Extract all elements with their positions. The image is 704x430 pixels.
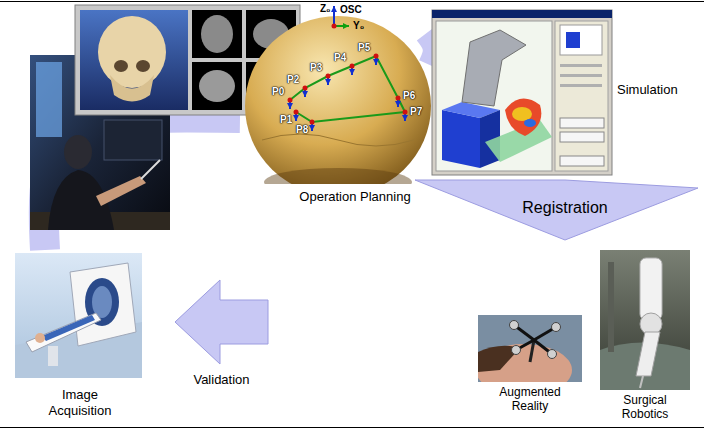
eye-socket: [114, 60, 128, 72]
slider: [560, 84, 602, 87]
ui-button: [560, 132, 604, 142]
caption: Augmented Reality: [489, 385, 571, 414]
robot-link: [640, 258, 662, 320]
eye-socket: [136, 60, 150, 72]
point-name: P5: [358, 42, 370, 54]
sim-viewport: [436, 21, 552, 171]
simulation-node: Simulation: [432, 8, 694, 178]
ct-section: [199, 70, 235, 102]
point-name: P3: [310, 62, 322, 74]
table-base: [48, 346, 58, 366]
render-view: [80, 10, 188, 110]
point-name: P6: [403, 90, 415, 102]
skull-dome: [245, 16, 431, 184]
tracker-ball: [552, 323, 561, 332]
person-head: [64, 135, 92, 169]
validation-arrow: [175, 280, 268, 364]
registration-arrow: [415, 180, 698, 240]
origin-point: [332, 24, 337, 29]
skull-render: [98, 16, 166, 88]
path-point: [350, 64, 355, 69]
path-point: [310, 120, 315, 125]
planning-node: Operation Planning: [240, 4, 428, 207]
point-name: P8: [296, 124, 308, 136]
tracker-ball: [512, 346, 521, 355]
path-point: [396, 96, 401, 101]
ar-node: Augmented Reality: [268, 240, 590, 418]
hair: [478, 346, 520, 372]
robot-link: [636, 332, 660, 376]
tracker-ball: [510, 321, 519, 330]
thumbnail: [560, 25, 602, 55]
simulation-screenshot: [432, 10, 612, 175]
monitor: [104, 120, 162, 160]
robot-base: [442, 110, 480, 168]
caption: Simulation: [617, 82, 689, 98]
flow-band: [44, 117, 240, 250]
axis-name: Z₀: [320, 3, 331, 15]
suture-line: [262, 134, 414, 146]
frame-name: OSC: [340, 4, 362, 16]
path-point: [294, 110, 299, 115]
path-point: [326, 74, 331, 79]
rule-line: [0, 427, 704, 428]
scanner-body: [70, 263, 136, 346]
robot-tool: [640, 376, 643, 388]
point-name: P0: [272, 86, 284, 98]
edge-label: Validation: [177, 372, 267, 388]
path-point: [303, 86, 308, 91]
path-point: [374, 54, 379, 59]
point-name: P1: [280, 114, 292, 126]
ui-button: [560, 118, 604, 128]
robot-photo: [600, 250, 690, 390]
rule-line: [0, 1, 704, 2]
thumbnail-figure: [566, 32, 580, 48]
patient-table: [26, 313, 101, 352]
robotics-node: Surgical Robotics: [596, 245, 696, 425]
caption: Image Acquisition: [35, 387, 125, 418]
z-axis: [333, 6, 335, 26]
patient-head: [478, 344, 572, 382]
path-point: [403, 110, 408, 115]
skull-jaw: [110, 75, 154, 102]
patient-head: [35, 333, 45, 343]
ct-slice: [192, 10, 242, 58]
path-point: [288, 98, 293, 103]
robot-arm: [462, 30, 526, 106]
patient: [42, 315, 95, 341]
point-name: P2: [287, 74, 299, 86]
acquisition-node: Image Acquisition: [10, 250, 175, 425]
axis-name: Y₀: [353, 20, 364, 32]
drill-path: [290, 56, 405, 112]
target-surface: [524, 119, 536, 127]
ct-slice: [192, 62, 242, 110]
caption: Surgical Robotics: [613, 393, 677, 422]
point-name: P7: [410, 106, 422, 118]
ui-button: [560, 156, 604, 166]
person-arm: [96, 176, 146, 206]
edge-label: Registration: [510, 198, 620, 217]
stand: [608, 262, 614, 352]
scanner-picture: [15, 253, 142, 378]
slider: [560, 74, 602, 77]
skull-shade: [264, 168, 412, 184]
stylus: [141, 160, 160, 179]
tracker-ball: [548, 350, 557, 359]
point-name: P4: [334, 52, 346, 64]
monitor-glow: [36, 62, 62, 137]
control-panel: [555, 21, 608, 171]
title-bar: [432, 10, 612, 18]
target-surface: [512, 107, 532, 121]
slider: [560, 64, 602, 67]
target-surface: [505, 99, 541, 136]
ct-section: [201, 15, 233, 53]
caption: Operation Planning: [290, 189, 420, 205]
